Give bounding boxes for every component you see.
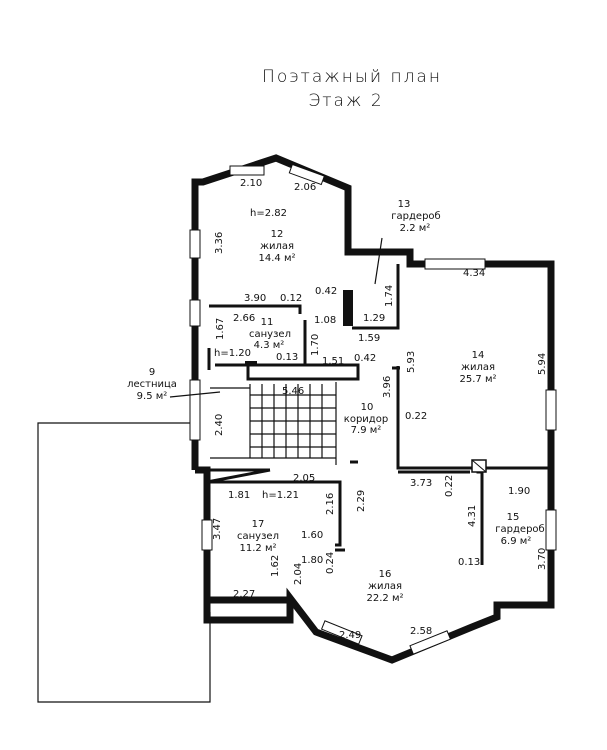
room-16-label: 16 жилая 22.2 м² bbox=[367, 569, 404, 604]
room-13-area: 2.2 м² bbox=[400, 223, 431, 234]
room-9-name: лестница bbox=[127, 379, 177, 390]
dim-3-90: 3.90 bbox=[244, 293, 266, 304]
room-13-name: гардероб bbox=[391, 211, 440, 222]
room-17-height: h=1.21 bbox=[262, 490, 299, 501]
dimension-labels: 2.10 2.06 3.36 3.90 0.12 0.42 1.74 4.34 … bbox=[212, 178, 548, 641]
room-14-number: 14 bbox=[472, 350, 485, 361]
dim-1-08: 1.08 bbox=[314, 315, 336, 326]
dim-1-60: 1.60 bbox=[301, 530, 323, 541]
room-11-label: 11 санузел 4.3 м² h=1.20 bbox=[214, 317, 291, 359]
room-10-label: 10 коридор 7.9 м² bbox=[344, 402, 388, 436]
fixture-mark bbox=[245, 361, 257, 365]
room-15-area: 6.9 м² bbox=[501, 536, 532, 547]
room-14-area: 25.7 м² bbox=[460, 374, 497, 385]
leader-lines bbox=[169, 237, 383, 398]
dim-1-62: 1.62 bbox=[270, 555, 281, 577]
room-11-number: 11 bbox=[261, 317, 274, 328]
dim-1-29: 1.29 bbox=[363, 313, 385, 324]
dim-5-94: 5.94 bbox=[537, 353, 548, 375]
room-17-number: 17 bbox=[252, 519, 265, 530]
dim-4-31: 4.31 bbox=[467, 505, 478, 527]
room-15-label: 15 гардероб 6.9 м² bbox=[495, 512, 544, 547]
room-10-number: 10 bbox=[361, 402, 374, 413]
dim-3-96: 3.96 bbox=[382, 376, 393, 398]
room-12-area: 14.4 м² bbox=[259, 253, 296, 264]
dim-4-34: 4.34 bbox=[463, 268, 485, 279]
dim-2-49: 2.49 bbox=[339, 630, 361, 641]
room-13-label: 13 гардероб 2.2 м² bbox=[391, 199, 440, 234]
dim-3-73: 3.73 bbox=[410, 478, 432, 489]
dim-1-51: 1.51 bbox=[322, 356, 344, 367]
plan-title: Поэтажный план bbox=[262, 67, 442, 87]
room-16-number: 16 bbox=[379, 569, 392, 580]
dim-1-74: 1.74 bbox=[384, 285, 395, 307]
dim-2-66: 2.66 bbox=[233, 313, 255, 324]
interior-walls bbox=[206, 264, 551, 565]
dim-2-06: 2.06 bbox=[294, 182, 316, 193]
dim-2-27: 2.27 bbox=[233, 589, 255, 600]
room-17-area: 11.2 м² bbox=[240, 543, 277, 554]
dim-1-59: 1.59 bbox=[358, 333, 380, 344]
dim-0-42-b: 0.42 bbox=[354, 353, 376, 364]
dim-2-04: 2.04 bbox=[293, 563, 304, 585]
dim-3-36: 3.36 bbox=[214, 232, 225, 254]
dim-0-13-b: 0.13 bbox=[458, 557, 480, 568]
room-16-name: жилая bbox=[368, 581, 402, 592]
exterior-wall bbox=[203, 474, 555, 664]
room-15-number: 15 bbox=[507, 512, 520, 523]
room-11-area: 4.3 м² bbox=[254, 340, 285, 351]
room-12-label: h=2.82 12 жилая 14.4 м² bbox=[250, 208, 296, 264]
room-9-label: 9 лестница 9.5 м² bbox=[127, 367, 177, 402]
dim-3-47: 3.47 bbox=[212, 518, 223, 540]
dim-5-46: 5.46 bbox=[282, 386, 304, 397]
dim-0-12: 0.12 bbox=[280, 293, 302, 304]
room-13-number: 13 bbox=[398, 199, 411, 210]
dim-0-42-a: 0.42 bbox=[315, 286, 337, 297]
window-marks bbox=[189, 163, 557, 655]
room-17-label: 17 санузел 11.2 м² h=1.21 bbox=[237, 490, 299, 554]
dim-1-80: 1.80 bbox=[301, 555, 323, 566]
room-12-name: жилая bbox=[260, 241, 294, 252]
dim-3-70: 3.70 bbox=[537, 548, 548, 570]
dim-2-40: 2.40 bbox=[214, 414, 225, 436]
dim-1-67: 1.67 bbox=[215, 318, 226, 340]
dim-0-24: 0.24 bbox=[325, 552, 336, 574]
room-12-number: 12 bbox=[271, 229, 284, 240]
room-17-name: санузел bbox=[237, 531, 279, 542]
room-15-name: гардероб bbox=[495, 524, 544, 535]
room-12-height: h=2.82 bbox=[250, 208, 287, 219]
staircase bbox=[210, 382, 337, 465]
room-11-height: h=1.20 bbox=[214, 348, 251, 359]
dim-5-93: 5.93 bbox=[406, 351, 417, 373]
dim-0-13-a: 0.13 bbox=[276, 352, 298, 363]
dim-0-22-a: 0.22 bbox=[405, 411, 427, 422]
dim-0-22-b: 0.22 bbox=[444, 475, 455, 497]
room-10-area: 7.9 м² bbox=[351, 425, 382, 436]
room-14-label: 14 жилая 25.7 м² bbox=[460, 350, 497, 385]
dim-2-05: 2.05 bbox=[293, 473, 315, 484]
dim-2-16: 2.16 bbox=[325, 493, 336, 515]
dim-2-29: 2.29 bbox=[356, 490, 367, 512]
room-10-name: коридор bbox=[344, 414, 388, 425]
dim-1-70: 1.70 bbox=[310, 334, 321, 356]
room-14-name: жилая bbox=[461, 362, 495, 373]
dim-2-10: 2.10 bbox=[240, 178, 262, 189]
dim-2-58: 2.58 bbox=[410, 626, 432, 637]
room-9-area: 9.5 м² bbox=[137, 391, 168, 402]
room-11-name: санузел bbox=[249, 329, 291, 340]
dim-1-90: 1.90 bbox=[508, 486, 530, 497]
floor-label: Этаж 2 bbox=[308, 91, 383, 111]
room-16-area: 22.2 м² bbox=[367, 593, 404, 604]
adjacent-block-outline bbox=[37, 422, 211, 703]
dim-1-81: 1.81 bbox=[228, 490, 250, 501]
room-9-number: 9 bbox=[149, 367, 155, 378]
